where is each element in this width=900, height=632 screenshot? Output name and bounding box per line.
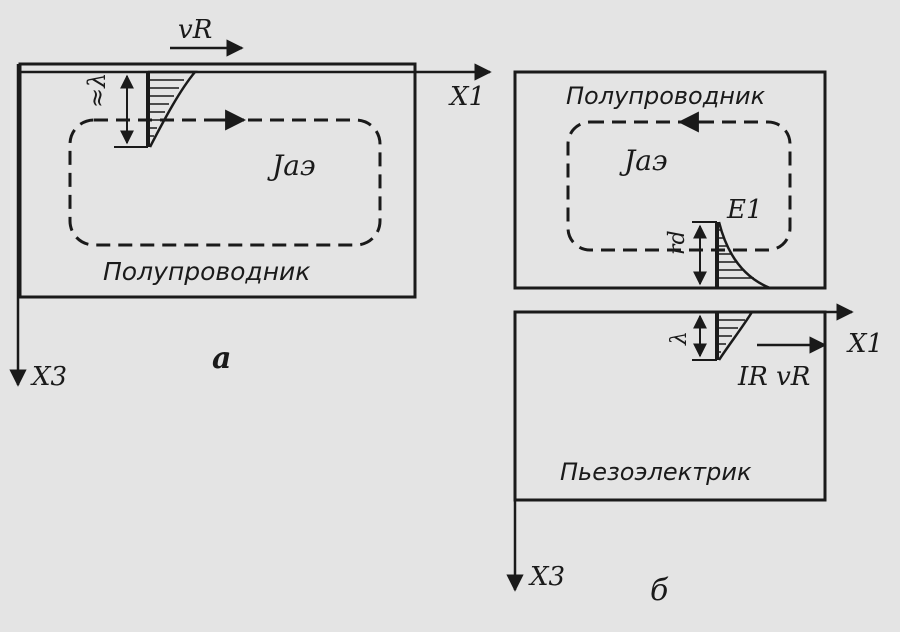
depth-label-a: ≈λ [83, 73, 111, 108]
piezoelectric-label-b: Пьезоэлектрик [560, 458, 752, 486]
x1-axis-label-b: X1 [846, 329, 883, 359]
figure-a: vR X1 X3 ≈λ Jaэ Полупроводник а [9, 15, 492, 392]
velocity-label-a: vR [178, 15, 212, 45]
semiconductor-block-a [18, 62, 417, 299]
semiconductor-block-b [513, 70, 827, 290]
x1-axis-label-a: X1 [448, 82, 485, 112]
wave-amplitude-profile-a [146, 70, 198, 148]
current-label-a: Jaэ [267, 149, 316, 182]
material-label-a: Полупроводник [103, 257, 310, 286]
wave-depth-label-b: λ [667, 331, 692, 346]
x3-axis-label-b: X3 [528, 562, 565, 592]
current-loop-a [68, 118, 382, 247]
wave-amplitude-profile-b [715, 310, 755, 361]
wave-label-b: IR vR [737, 362, 810, 392]
field-label-b: E1 [726, 195, 763, 225]
current-label-b: Jaэ [619, 144, 668, 177]
panel-caption-b: б [650, 573, 669, 608]
x3-axis-label-a: X3 [30, 362, 67, 392]
panel-caption-a: а [212, 341, 231, 376]
semiconductor-depth-label-b: rd [665, 230, 690, 255]
semiconductor-label-b: Полупроводник [566, 82, 766, 110]
figure-b: Полупроводник Jaэ E1 rd λ X1 IR vR Пьезо… [506, 70, 883, 608]
field-profile-b [715, 221, 771, 290]
